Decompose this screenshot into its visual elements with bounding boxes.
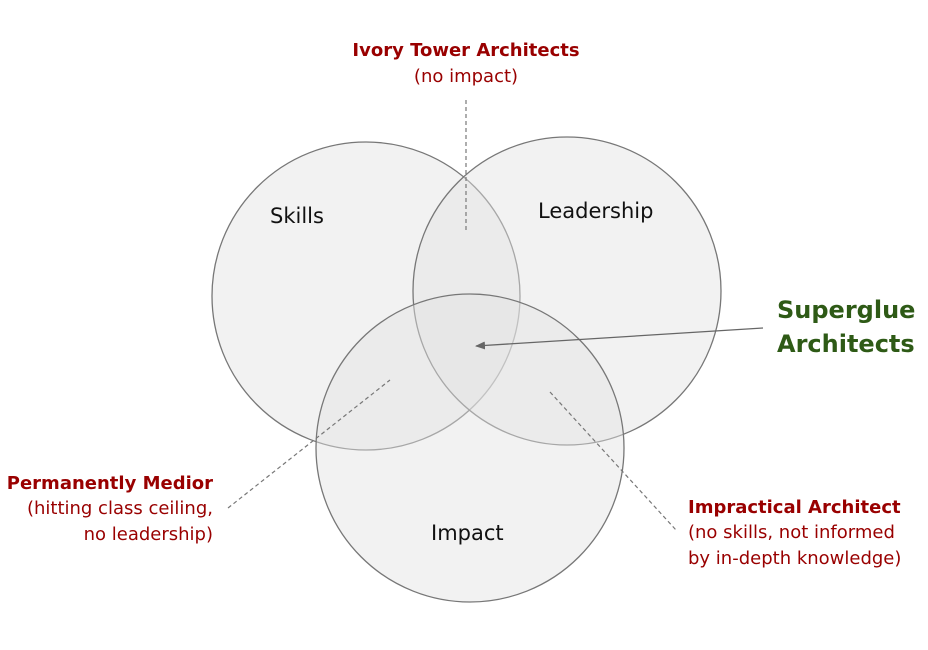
impractical-line1: (no skills, not informed [688, 522, 895, 543]
medior-line2: no leadership) [84, 524, 213, 545]
circle-skills [211, 141, 521, 451]
medior-line1: (hitting class ceiling, [27, 498, 213, 519]
ivory-tower-subtitle: (no impact) [414, 66, 518, 87]
ivory-tower-title: Ivory Tower Architects [352, 40, 579, 61]
circle-leadership [412, 136, 722, 446]
label-impact: Impact [431, 521, 504, 545]
circle-impact [315, 293, 625, 603]
impractical-leader-line [549, 391, 677, 531]
superglue-line1: Superglue [777, 296, 915, 324]
label-leadership: Leadership [538, 199, 653, 223]
superglue-line2: Architects [777, 330, 915, 358]
impractical-line2: by in-depth knowledge) [688, 548, 901, 569]
medior-title: Permanently Medior [7, 473, 213, 494]
label-skills: Skills [270, 204, 324, 228]
superglue-arrow [475, 327, 764, 350]
impractical-title: Impractical Architect [688, 497, 901, 518]
